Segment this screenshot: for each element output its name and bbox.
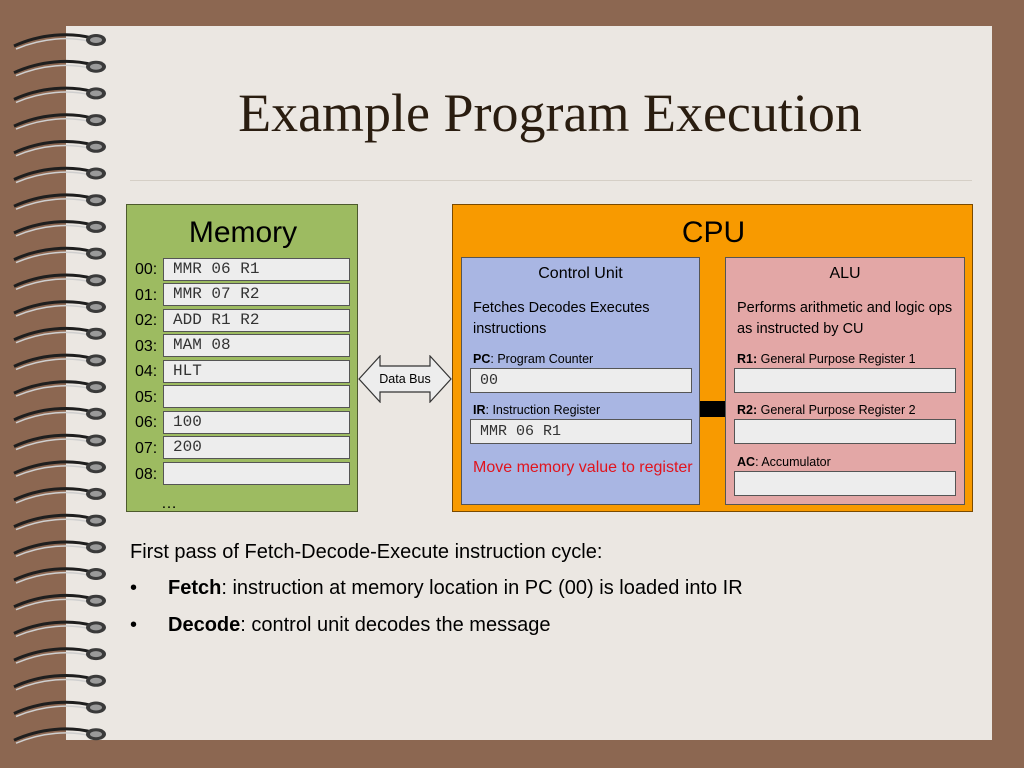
memory-cell-06: 100 (163, 411, 350, 434)
memory-address-06: 06: (135, 414, 158, 431)
pc-abbr: PC (473, 352, 491, 366)
control-unit-box: Control Unit Fetches Decodes Executes in… (461, 257, 700, 505)
memory-address-07: 07: (135, 440, 158, 457)
cycle-caption: First pass of Fetch-Decode-Execute instr… (130, 541, 603, 563)
spiral-coil (13, 620, 106, 638)
spiral-coil (13, 353, 106, 371)
r2-name: General Purpose Register 2 (757, 403, 916, 417)
ir-register: MMR 06 R1 (470, 419, 692, 444)
memory-cell-03: MAM 08 (163, 334, 350, 357)
memory-panel: Memory 00: MMR 06 R1 01: MMR 07 R2 02: A… (126, 204, 358, 512)
r1-name: General Purpose Register 1 (757, 352, 916, 366)
memory-heading: Memory (188, 216, 298, 249)
memory-cell-02: ADD R1 R2 (163, 309, 350, 332)
pc-label: PC: Program Counter (473, 352, 593, 366)
spiral-coil (13, 727, 106, 744)
memory-address-03: 03: (135, 338, 158, 355)
memory-address-04: 04: (135, 363, 158, 380)
memory-address-05: 05: (135, 389, 158, 406)
spiral-coil (13, 273, 106, 290)
pc-register: 00 (470, 368, 692, 393)
ir-abbr: IR (473, 403, 486, 417)
spiral-coil (13, 220, 106, 237)
ac-label: AC: Accumulator (737, 455, 831, 469)
spiral-coil (13, 59, 106, 77)
cpu-panel: CPU Control Unit Fetches Decodes Execute… (452, 204, 973, 512)
bullet-text: : control unit decodes the message (240, 614, 551, 636)
control-unit-note: Move memory value to register (473, 459, 693, 476)
spiral-binding (0, 0, 134, 748)
spiral-coil (13, 487, 106, 504)
memory-cell-05 (163, 385, 350, 408)
spiral-coil (13, 433, 106, 451)
memory-address-02: 02: (135, 312, 158, 329)
memory-cell-01: MMR 07 R2 (163, 283, 350, 306)
r2-label: R2: General Purpose Register 2 (737, 403, 916, 417)
spiral-coil (13, 647, 106, 664)
spiral-coil (13, 674, 106, 691)
spiral-coil (13, 193, 106, 210)
ac-abbr: AC (737, 455, 756, 469)
bullet-marker: • (130, 577, 138, 599)
r2-register (734, 419, 956, 444)
memory-cell-08 (163, 462, 350, 485)
spiral-coil (13, 380, 106, 397)
memory-cell-00: MMR 06 R1 (163, 258, 350, 281)
alu-title: ALU (829, 265, 861, 282)
bullet-marker: • (130, 614, 138, 636)
title-divider (130, 180, 972, 181)
spiral-coil (13, 300, 106, 317)
spiral-coil (13, 86, 106, 104)
alu-description: Performs arithmetic and logic ops as ins… (737, 300, 953, 337)
spiral-coil (13, 460, 106, 477)
memory-cell-04: HLT (163, 360, 350, 383)
control-unit-title: Control Unit (538, 265, 623, 282)
spiral-coil (13, 166, 106, 184)
ir-name: : Instruction Register (485, 403, 601, 417)
memory-address-08: 08: (135, 466, 158, 483)
spiral-coil (13, 567, 106, 584)
memory-cell-07: 200 (163, 436, 350, 459)
spiral-coil (13, 326, 106, 344)
r2-abbr: R2: (737, 403, 758, 417)
bullet-term: Decode (168, 614, 241, 636)
memory-ellipsis: … (161, 495, 177, 512)
data-bus-arrow (358, 355, 452, 403)
spiral-coil (13, 700, 106, 718)
spiral-coil (13, 113, 106, 130)
spiral-coil (13, 593, 106, 611)
alu-box: ALU Performs arithmetic and logic ops as… (725, 257, 965, 505)
pc-name: : Program Counter (490, 352, 594, 366)
spiral-coil (13, 513, 106, 531)
cpu-heading: CPU (681, 216, 746, 249)
cu-alu-connector (700, 401, 725, 417)
control-unit-description: Fetches Decodes Executes instructions (473, 300, 650, 337)
r1-abbr: R1: (737, 352, 758, 366)
ac-name: : Accumulator (755, 455, 831, 469)
memory-address-00: 00: (135, 261, 158, 278)
spiral-coil (13, 407, 106, 424)
ir-label: IR: Instruction Register (473, 403, 600, 417)
slide-title: Example Program Execution (238, 83, 862, 143)
r1-register (734, 368, 956, 393)
bullet-term: Fetch (168, 577, 222, 599)
bullet-text: : instruction at memory location in PC (… (221, 577, 743, 599)
spiral-coil (13, 246, 106, 264)
ac-register (734, 471, 956, 496)
r1-label: R1: General Purpose Register 1 (737, 352, 916, 366)
memory-address-01: 01: (135, 287, 158, 304)
spiral-coil (13, 540, 106, 557)
data-bus-label: Data Bus (379, 372, 431, 386)
spiral-coil (13, 33, 106, 50)
spiral-coil (13, 140, 106, 157)
